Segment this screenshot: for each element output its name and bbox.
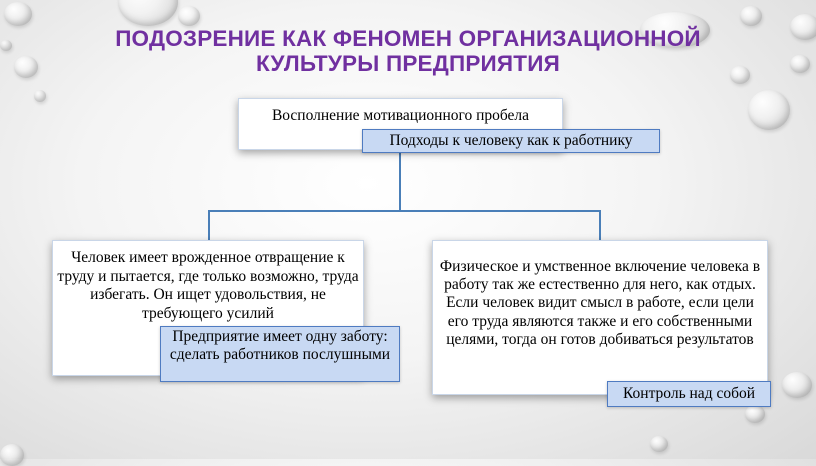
water-drop-decoration [640,12,710,48]
water-drop-decoration [748,90,790,130]
water-drop-decoration [118,0,178,26]
water-drop-decoration [178,6,200,26]
connector-right-down [599,210,601,240]
right-node: Физическое и умственное включение челове… [432,240,768,395]
right-node-text: Физическое и умственное включение челове… [439,258,761,348]
water-drop-decoration [782,372,812,398]
left-node-tag: Предприятие имеет одну заботу: сделать р… [160,326,400,382]
water-drop-decoration [730,66,750,84]
water-drop-decoration [790,14,816,40]
slide-title-line-2: КУЛЬТУРЫ ПРЕДПРИЯТИЯ [256,51,560,76]
connector-horizontal [208,210,601,212]
water-drop-decoration [790,55,810,73]
water-drop-decoration [0,444,24,466]
water-drop-decoration [740,6,762,26]
water-drop-decoration [650,436,668,452]
water-drop-decoration [4,2,32,26]
root-node-tag: Подходы к человеку как к работнику [362,129,660,153]
right-node-tag: Контроль над собой [607,381,771,407]
water-drop-decoration [745,405,765,423]
water-drop-decoration [34,90,46,102]
water-drop-decoration [14,56,38,78]
slide-title: ПОДОЗРЕНИЕ КАК ФЕНОМЕН ОРГАНИЗАЦИОННОЙ К… [0,26,816,76]
connector-root-down [399,150,401,211]
connector-left-down [208,210,210,240]
slide-title-line-1: ПОДОЗРЕНИЕ КАК ФЕНОМЕН ОРГАНИЗАЦИОННОЙ [115,26,701,51]
water-drop-decoration [0,40,12,51]
left-node-text: Человек имеет врожденное отвращение к тр… [57,249,359,322]
root-node-text: Восполнение мотивационного пробела [271,107,530,124]
